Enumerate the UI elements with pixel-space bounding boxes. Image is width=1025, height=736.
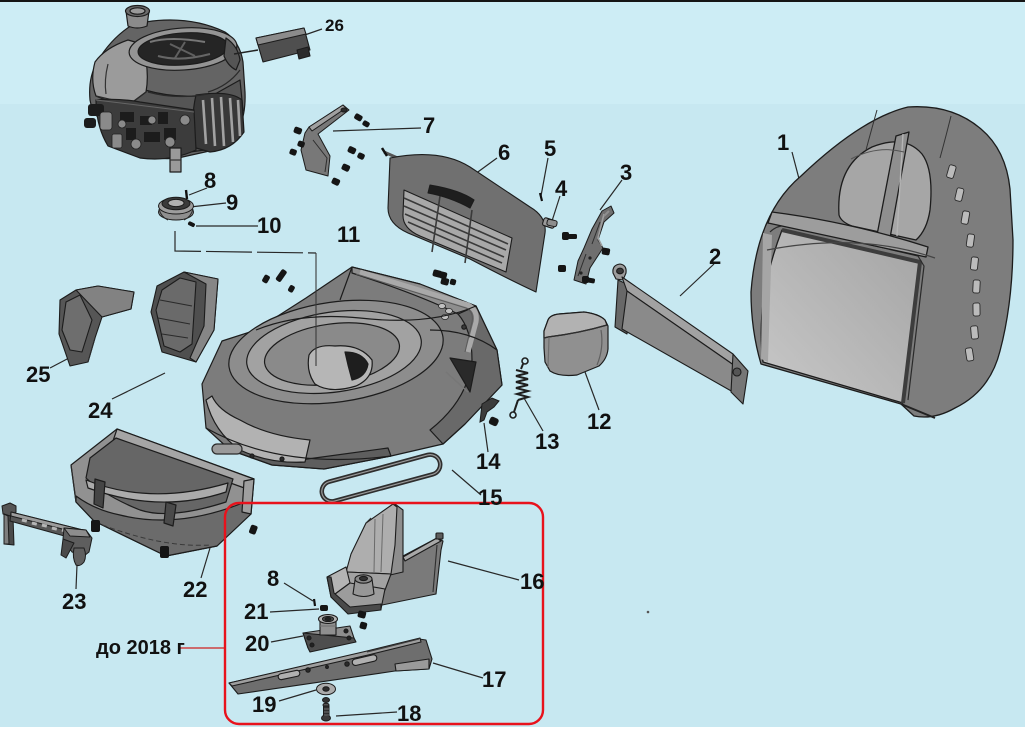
svg-text:до 2018 г: до 2018 г: [96, 637, 185, 659]
svg-text:3: 3: [620, 160, 632, 185]
svg-text:9: 9: [226, 190, 238, 215]
svg-text:25: 25: [26, 362, 50, 387]
svg-text:21: 21: [244, 599, 268, 624]
svg-text:20: 20: [245, 631, 269, 656]
svg-text:11: 11: [337, 222, 360, 247]
svg-text:18: 18: [397, 701, 421, 726]
svg-text:22: 22: [183, 577, 207, 602]
svg-text:1: 1: [777, 130, 789, 155]
svg-text:16: 16: [520, 569, 544, 594]
svg-text:5: 5: [544, 136, 556, 161]
svg-text:13: 13: [535, 429, 559, 454]
svg-text:12: 12: [587, 409, 611, 434]
svg-text:14: 14: [476, 449, 501, 474]
svg-text:23: 23: [62, 589, 86, 614]
svg-text:17: 17: [482, 667, 506, 692]
svg-text:4: 4: [555, 176, 568, 201]
svg-text:26: 26: [325, 16, 344, 35]
svg-text:8: 8: [267, 566, 279, 591]
svg-text:24: 24: [88, 398, 113, 423]
svg-text:2: 2: [709, 244, 721, 269]
svg-text:19: 19: [252, 692, 276, 717]
svg-text:7: 7: [423, 113, 435, 138]
svg-text:15: 15: [478, 485, 502, 510]
svg-text:10: 10: [257, 213, 281, 238]
svg-text:8: 8: [204, 168, 216, 193]
svg-text:6: 6: [498, 140, 510, 165]
